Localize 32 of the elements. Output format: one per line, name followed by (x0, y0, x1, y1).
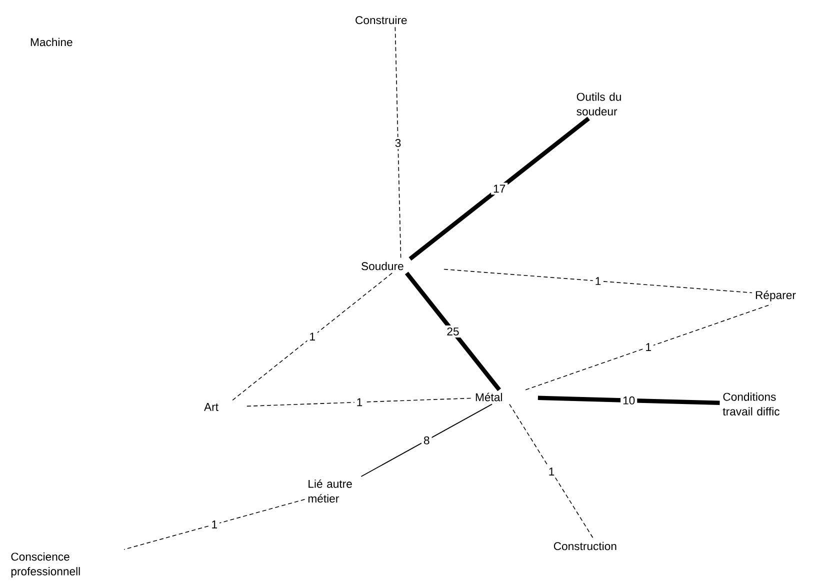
node-label: Construire (356, 16, 407, 24)
node-label: Réparer (756, 290, 796, 302)
node-label: Conscience professionnell (11, 552, 80, 578)
node-label: Lié autre métier (308, 479, 352, 503)
node-label: Machine (30, 38, 72, 46)
edge-label: 8 (421, 434, 432, 446)
connector (246, 398, 472, 407)
edge-label: 1 (209, 518, 220, 530)
edge-label: 25 (444, 325, 462, 338)
connector (509, 404, 594, 540)
node-label: Outils du soudeur (576, 92, 621, 116)
node-label: Soudure (362, 262, 404, 270)
node-label: Art (204, 403, 218, 411)
connector (444, 268, 752, 294)
node-label: Construction (554, 542, 616, 550)
node-label: Conditions travail diffic (722, 392, 780, 416)
connector (538, 396, 720, 406)
connector (232, 272, 392, 401)
edge-label: 3 (392, 137, 404, 150)
edge-label: 1 (643, 341, 654, 353)
edge-label: 10 (620, 394, 638, 406)
connector (404, 272, 501, 392)
connector (360, 404, 493, 477)
edge-label: 17 (491, 182, 508, 195)
connector (408, 116, 590, 261)
edge-label: 1 (307, 330, 318, 343)
edge-label: 1 (546, 466, 557, 478)
edge-label: 1 (592, 275, 604, 287)
connector (394, 26, 402, 260)
edge-label: 1 (354, 396, 365, 408)
connector (124, 499, 306, 550)
node-label: Métal (476, 392, 502, 402)
